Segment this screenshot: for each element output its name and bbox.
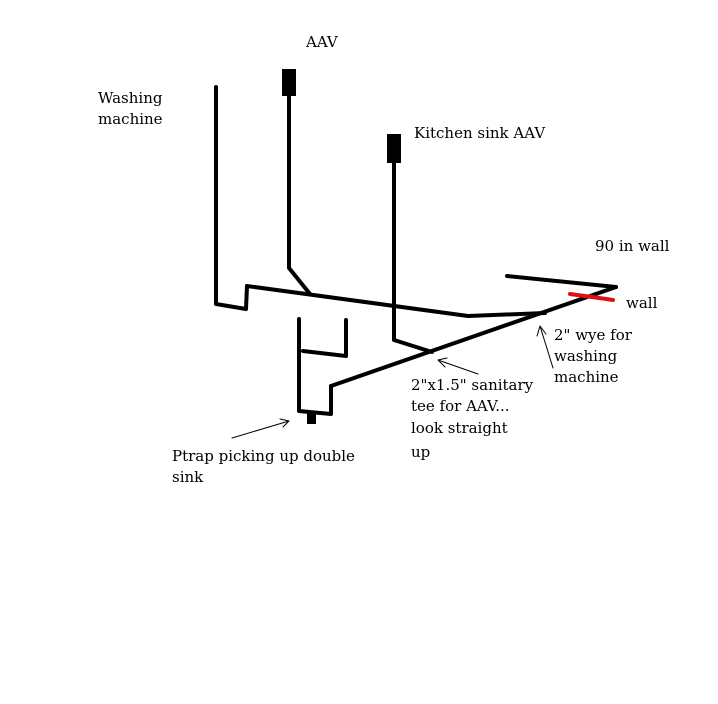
sanitary-tee-arrow-icon: [437, 357, 479, 375]
diagonal-drain-line: [329, 285, 618, 388]
kitchen-sink-vent-pipe: [392, 160, 434, 354]
ptrap-arrow-icon: [231, 418, 290, 439]
wye-arrow-icon: [536, 325, 554, 369]
wall-marker: [568, 292, 615, 302]
label-wye: 2" wye for washing machine: [554, 326, 637, 386]
kitchen-sink-aav-cap-icon: [387, 134, 401, 163]
label-ninety-in-wall: 90 in wall: [595, 237, 670, 255]
pipe-network: [214, 85, 618, 416]
label-sanitary-tee: 2"x1.5" sanitary tee for AAV... look str…: [411, 376, 538, 461]
main-aav-vent-pipe: [287, 94, 312, 296]
aav-cap-icon: [282, 69, 296, 96]
ptrap-fitting-icon: [307, 412, 316, 424]
sink-tailpiece: [301, 318, 348, 358]
label-ptrap: Ptrap picking up double sink: [172, 447, 360, 486]
label-kitchen-sink-aav: Kitchen sink AAV: [414, 124, 546, 142]
label-wall: wall: [626, 294, 658, 312]
ptrap-assembly: [297, 317, 333, 416]
annotation-arrows: [231, 325, 554, 439]
ninety-in-wall-pipe: [505, 274, 618, 289]
washing-machine-standpipe: [214, 85, 249, 311]
label-aav: AAV: [305, 33, 339, 51]
label-washing-machine: Washing machine: [98, 89, 167, 128]
main-horizontal-drain: [245, 284, 547, 318]
